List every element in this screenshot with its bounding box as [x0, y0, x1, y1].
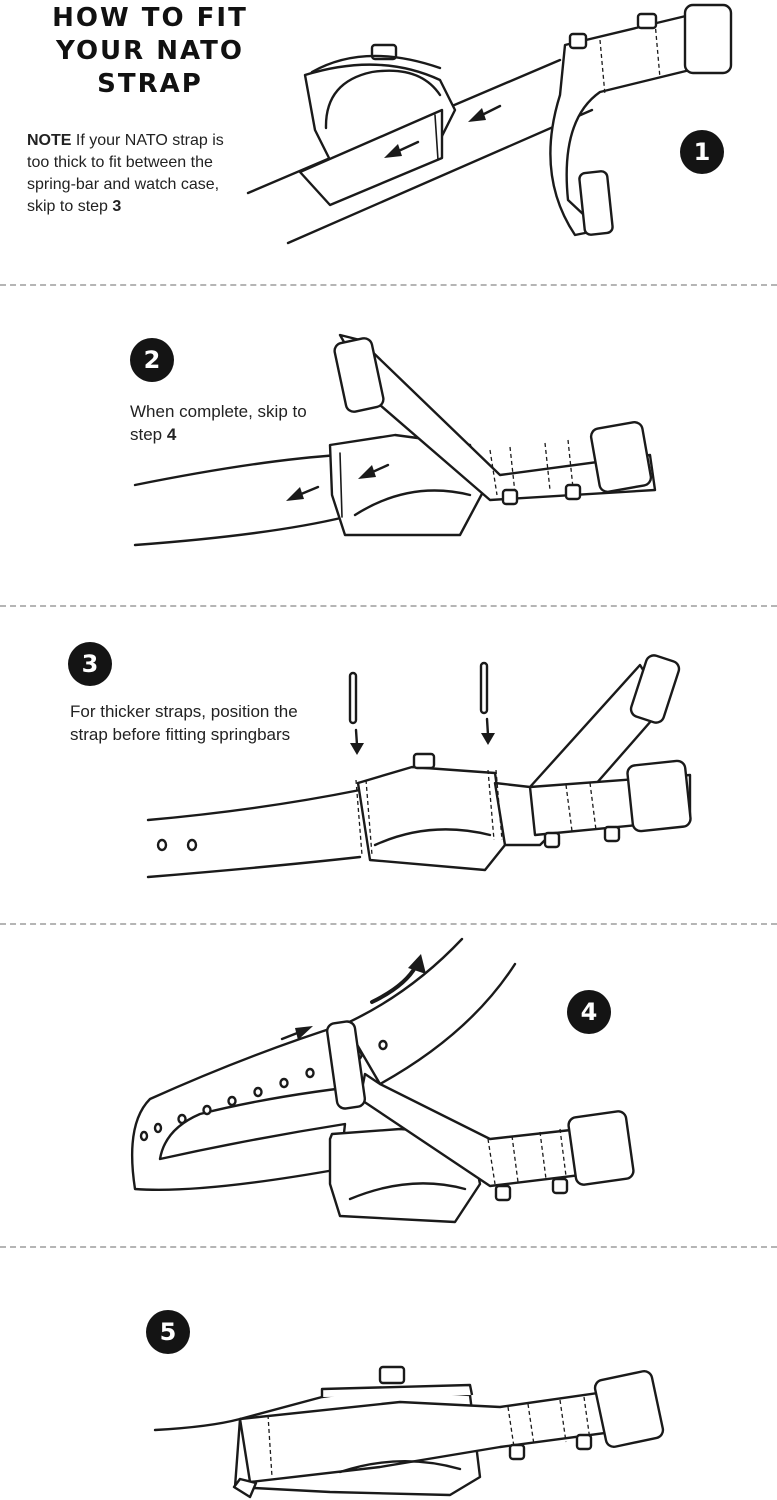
- title-line-2: YOUR NATO: [56, 36, 244, 66]
- arrow-down-icon: [481, 717, 495, 745]
- step-2-step-ref: 4: [166, 425, 177, 444]
- note-step-ref: 3: [112, 198, 122, 215]
- note-text: NOTE If your NATO strap is too thick to …: [27, 130, 227, 218]
- step-5-illustration: [153, 1365, 665, 1499]
- arrow-left-icon: [384, 140, 420, 158]
- step-1-illustration: [246, 3, 733, 245]
- arrow-left-icon: [468, 104, 502, 122]
- step-3-badge: 3: [68, 642, 112, 686]
- arrow-down-icon: [350, 728, 364, 755]
- note-label: NOTE: [27, 132, 72, 149]
- arrow-left-icon: [358, 463, 390, 479]
- step-2-badge: 2: [130, 338, 174, 382]
- arrow-curved-up-icon: [370, 954, 426, 1004]
- step-5-badge: 5: [146, 1310, 190, 1354]
- arrow-left-icon: [286, 485, 320, 501]
- step-3-caption: For thicker straps, position the strap b…: [70, 702, 298, 744]
- title-line-3: STRAP: [97, 69, 203, 99]
- step-3-illustration: [146, 654, 692, 879]
- divider-1: [0, 284, 777, 286]
- step-4-illustration: [130, 937, 635, 1224]
- step-2-illustration: [133, 333, 657, 547]
- divider-4: [0, 1246, 777, 1248]
- arrow-right-icon: [280, 1026, 313, 1041]
- step-1-badge: 1: [680, 130, 724, 174]
- page-title: HOW TO FIT YOUR NATO STRAP: [30, 2, 270, 101]
- step-4-badge: 4: [567, 990, 611, 1034]
- divider-2: [0, 605, 777, 607]
- divider-3: [0, 923, 777, 925]
- step-2-caption: When complete, skip to step 4: [130, 400, 330, 446]
- title-line-1: HOW TO FIT: [52, 3, 248, 33]
- step-2-caption-text: When complete, skip to step: [130, 402, 307, 444]
- note-body: If your NATO strap is too thick to fit b…: [27, 132, 224, 215]
